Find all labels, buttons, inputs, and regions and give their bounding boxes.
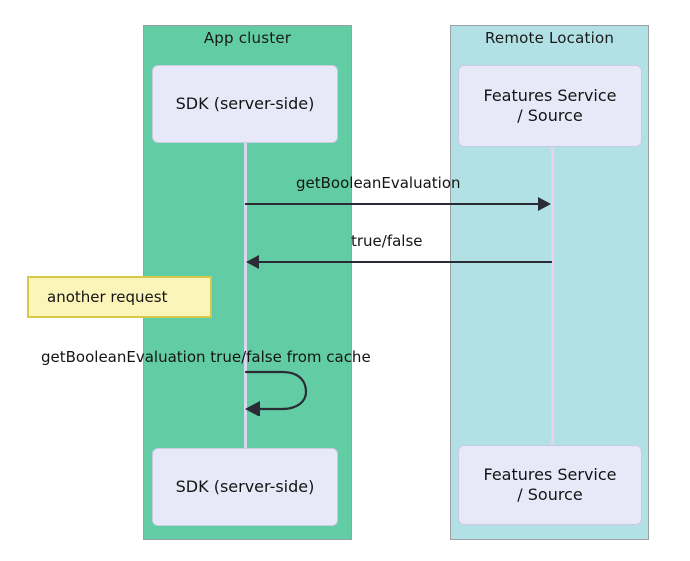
message-label-self-cache: getBooleanEvaluation true/false from cac… bbox=[41, 348, 371, 366]
group-app-cluster-title: App cluster bbox=[203, 29, 292, 47]
lifeline-sdk bbox=[244, 142, 247, 454]
arrowhead-right-icon bbox=[538, 197, 551, 211]
participant-features-service-bottom: Features Service / Source bbox=[458, 445, 642, 525]
message-label-true-false: true/false bbox=[351, 232, 423, 250]
note-another-request: another request bbox=[27, 276, 212, 318]
participant-sdk-bottom: SDK (server-side) bbox=[152, 448, 338, 526]
participant-features-service-top: Features Service / Source bbox=[458, 65, 642, 147]
message-label-get-boolean-evaluation: getBooleanEvaluation bbox=[296, 174, 461, 192]
arrowhead-left-icon bbox=[246, 255, 259, 269]
self-loop-arrow-icon bbox=[244, 370, 308, 416]
participant-sdk-top: SDK (server-side) bbox=[152, 65, 338, 143]
lifeline-features-service bbox=[551, 142, 554, 454]
message-arrow-line-1 bbox=[245, 203, 541, 205]
group-remote-location-title: Remote Location bbox=[484, 29, 615, 47]
message-arrow-line-2 bbox=[256, 261, 552, 263]
